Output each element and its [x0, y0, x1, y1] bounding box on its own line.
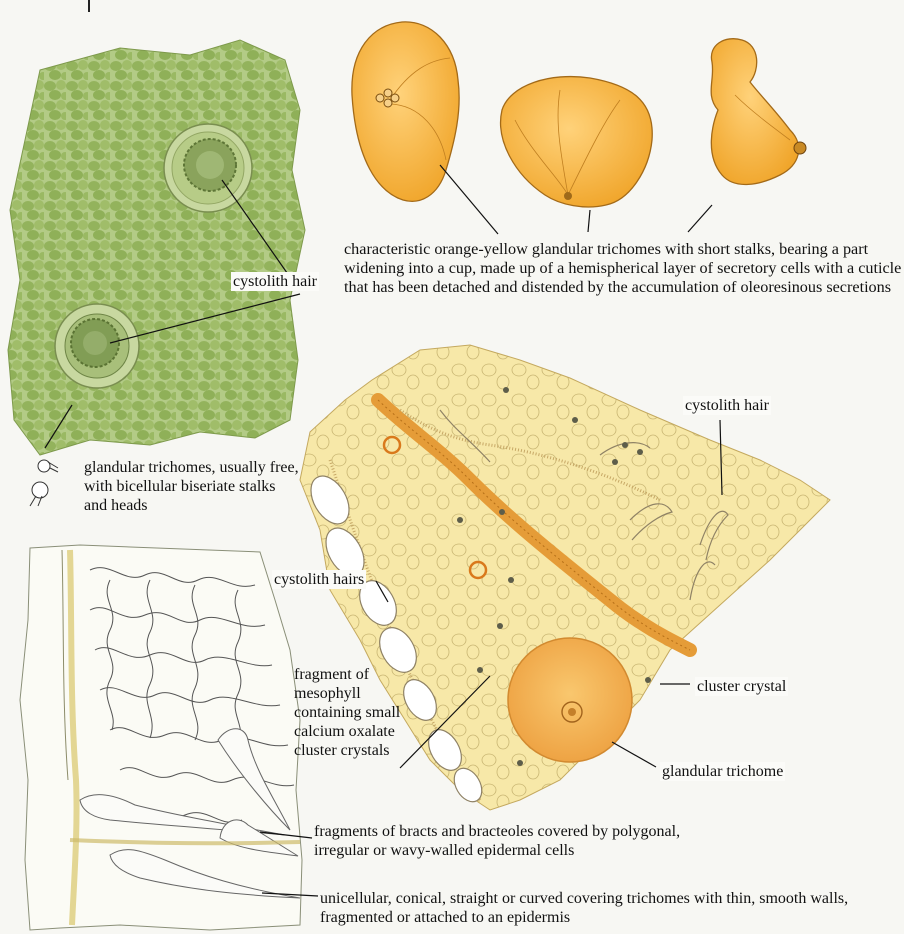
label-cluster-crystal: cluster crystal	[695, 677, 788, 696]
label-cystolith-hair-left: cystolith hair	[231, 272, 319, 291]
label-cup-trichomes: characteristic orange-yellow glandular t…	[344, 240, 904, 297]
label-glandular-trichome: glandular trichome	[660, 762, 785, 781]
label-cystolith-hairs: cystolith hairs	[272, 570, 366, 589]
label-bracts-fragments: fragments of bracts and bracteoles cover…	[314, 822, 734, 860]
orange-trichome-2	[501, 77, 653, 207]
orange-trichome-3	[711, 39, 806, 185]
label-cystolith-hair-right: cystolith hair	[683, 396, 771, 415]
label-mesophyll-fragment: fragment of mesophyll containing small c…	[294, 665, 414, 760]
cystolith-base-lower	[55, 304, 139, 388]
bract-epidermis-fragment	[20, 545, 302, 930]
cystolith-base-upper	[164, 124, 252, 212]
green-leaf-fragment	[8, 40, 305, 455]
label-covering-trichomes: unicellular, conical, straight or curved…	[320, 889, 904, 927]
corner-mark	[88, 0, 90, 12]
orange-trichome-1	[352, 22, 459, 201]
small-trichome-icons	[30, 460, 58, 506]
label-glandular-trichomes-free: glandular trichomes, usually free, with …	[84, 458, 299, 515]
